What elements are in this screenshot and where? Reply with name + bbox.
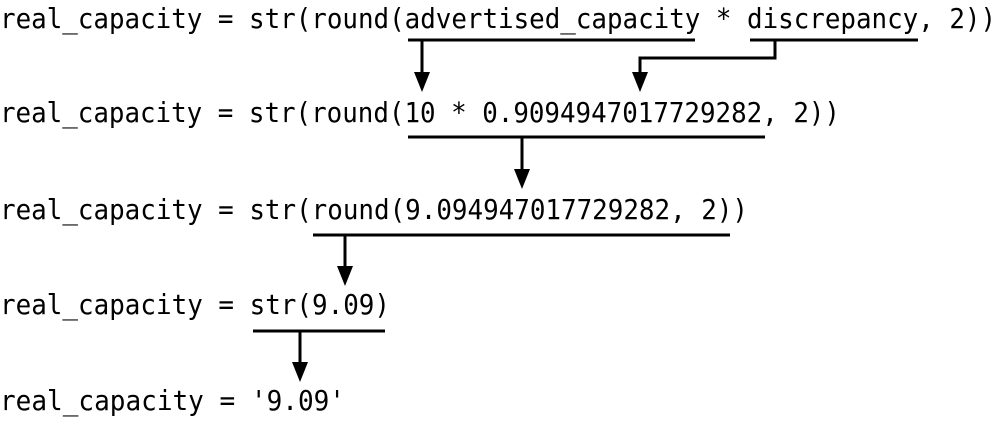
code-line-1: real_capacity = str(round(advertised_cap… xyxy=(0,2,996,36)
arrow-head-advertised-capacity xyxy=(414,72,430,92)
arrow-head-round-call xyxy=(337,266,353,286)
arrow-head-discrepancy xyxy=(632,72,648,92)
arrow-head-str-call xyxy=(292,362,308,382)
code-line-4: real_capacity = str(9.09) xyxy=(0,288,390,322)
code-line-3: real_capacity = str(round(9.094947017729… xyxy=(0,193,748,227)
connector-discrepancy xyxy=(638,40,777,72)
code-line-2: real_capacity = str(round(10 * 0.9094947… xyxy=(0,96,840,130)
code-line-5: real_capacity = '9.09' xyxy=(0,384,345,418)
arrow-head-multiplication xyxy=(514,169,530,189)
